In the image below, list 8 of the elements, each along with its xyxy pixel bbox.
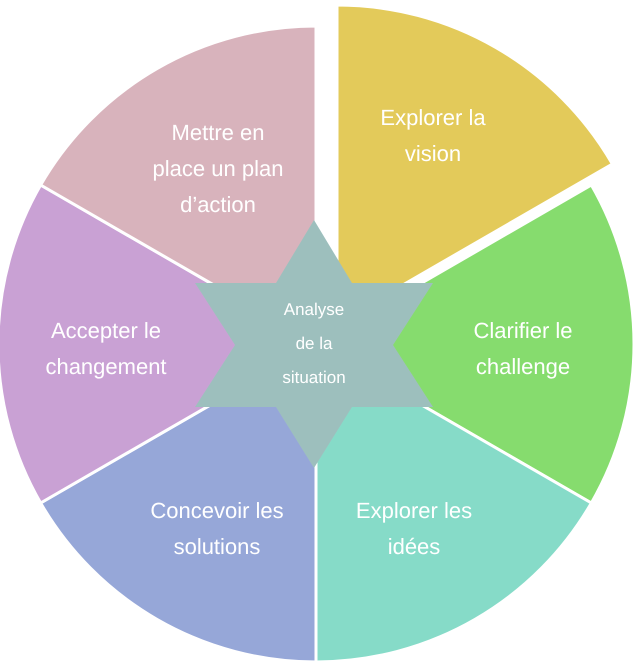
segment-label: Clarifier le challenge [472,317,574,381]
star-shape [195,220,433,468]
segment-label: Accepter le changement [44,317,168,381]
segment-label: Concevoir les solutions [149,497,285,561]
center-label: Analyse de la situation [281,299,347,389]
segment-label: Explorer la vision [379,104,487,168]
segment-label: Mettre en place un plan d’action [152,119,284,219]
segment-label: Explorer les idées [354,497,474,561]
